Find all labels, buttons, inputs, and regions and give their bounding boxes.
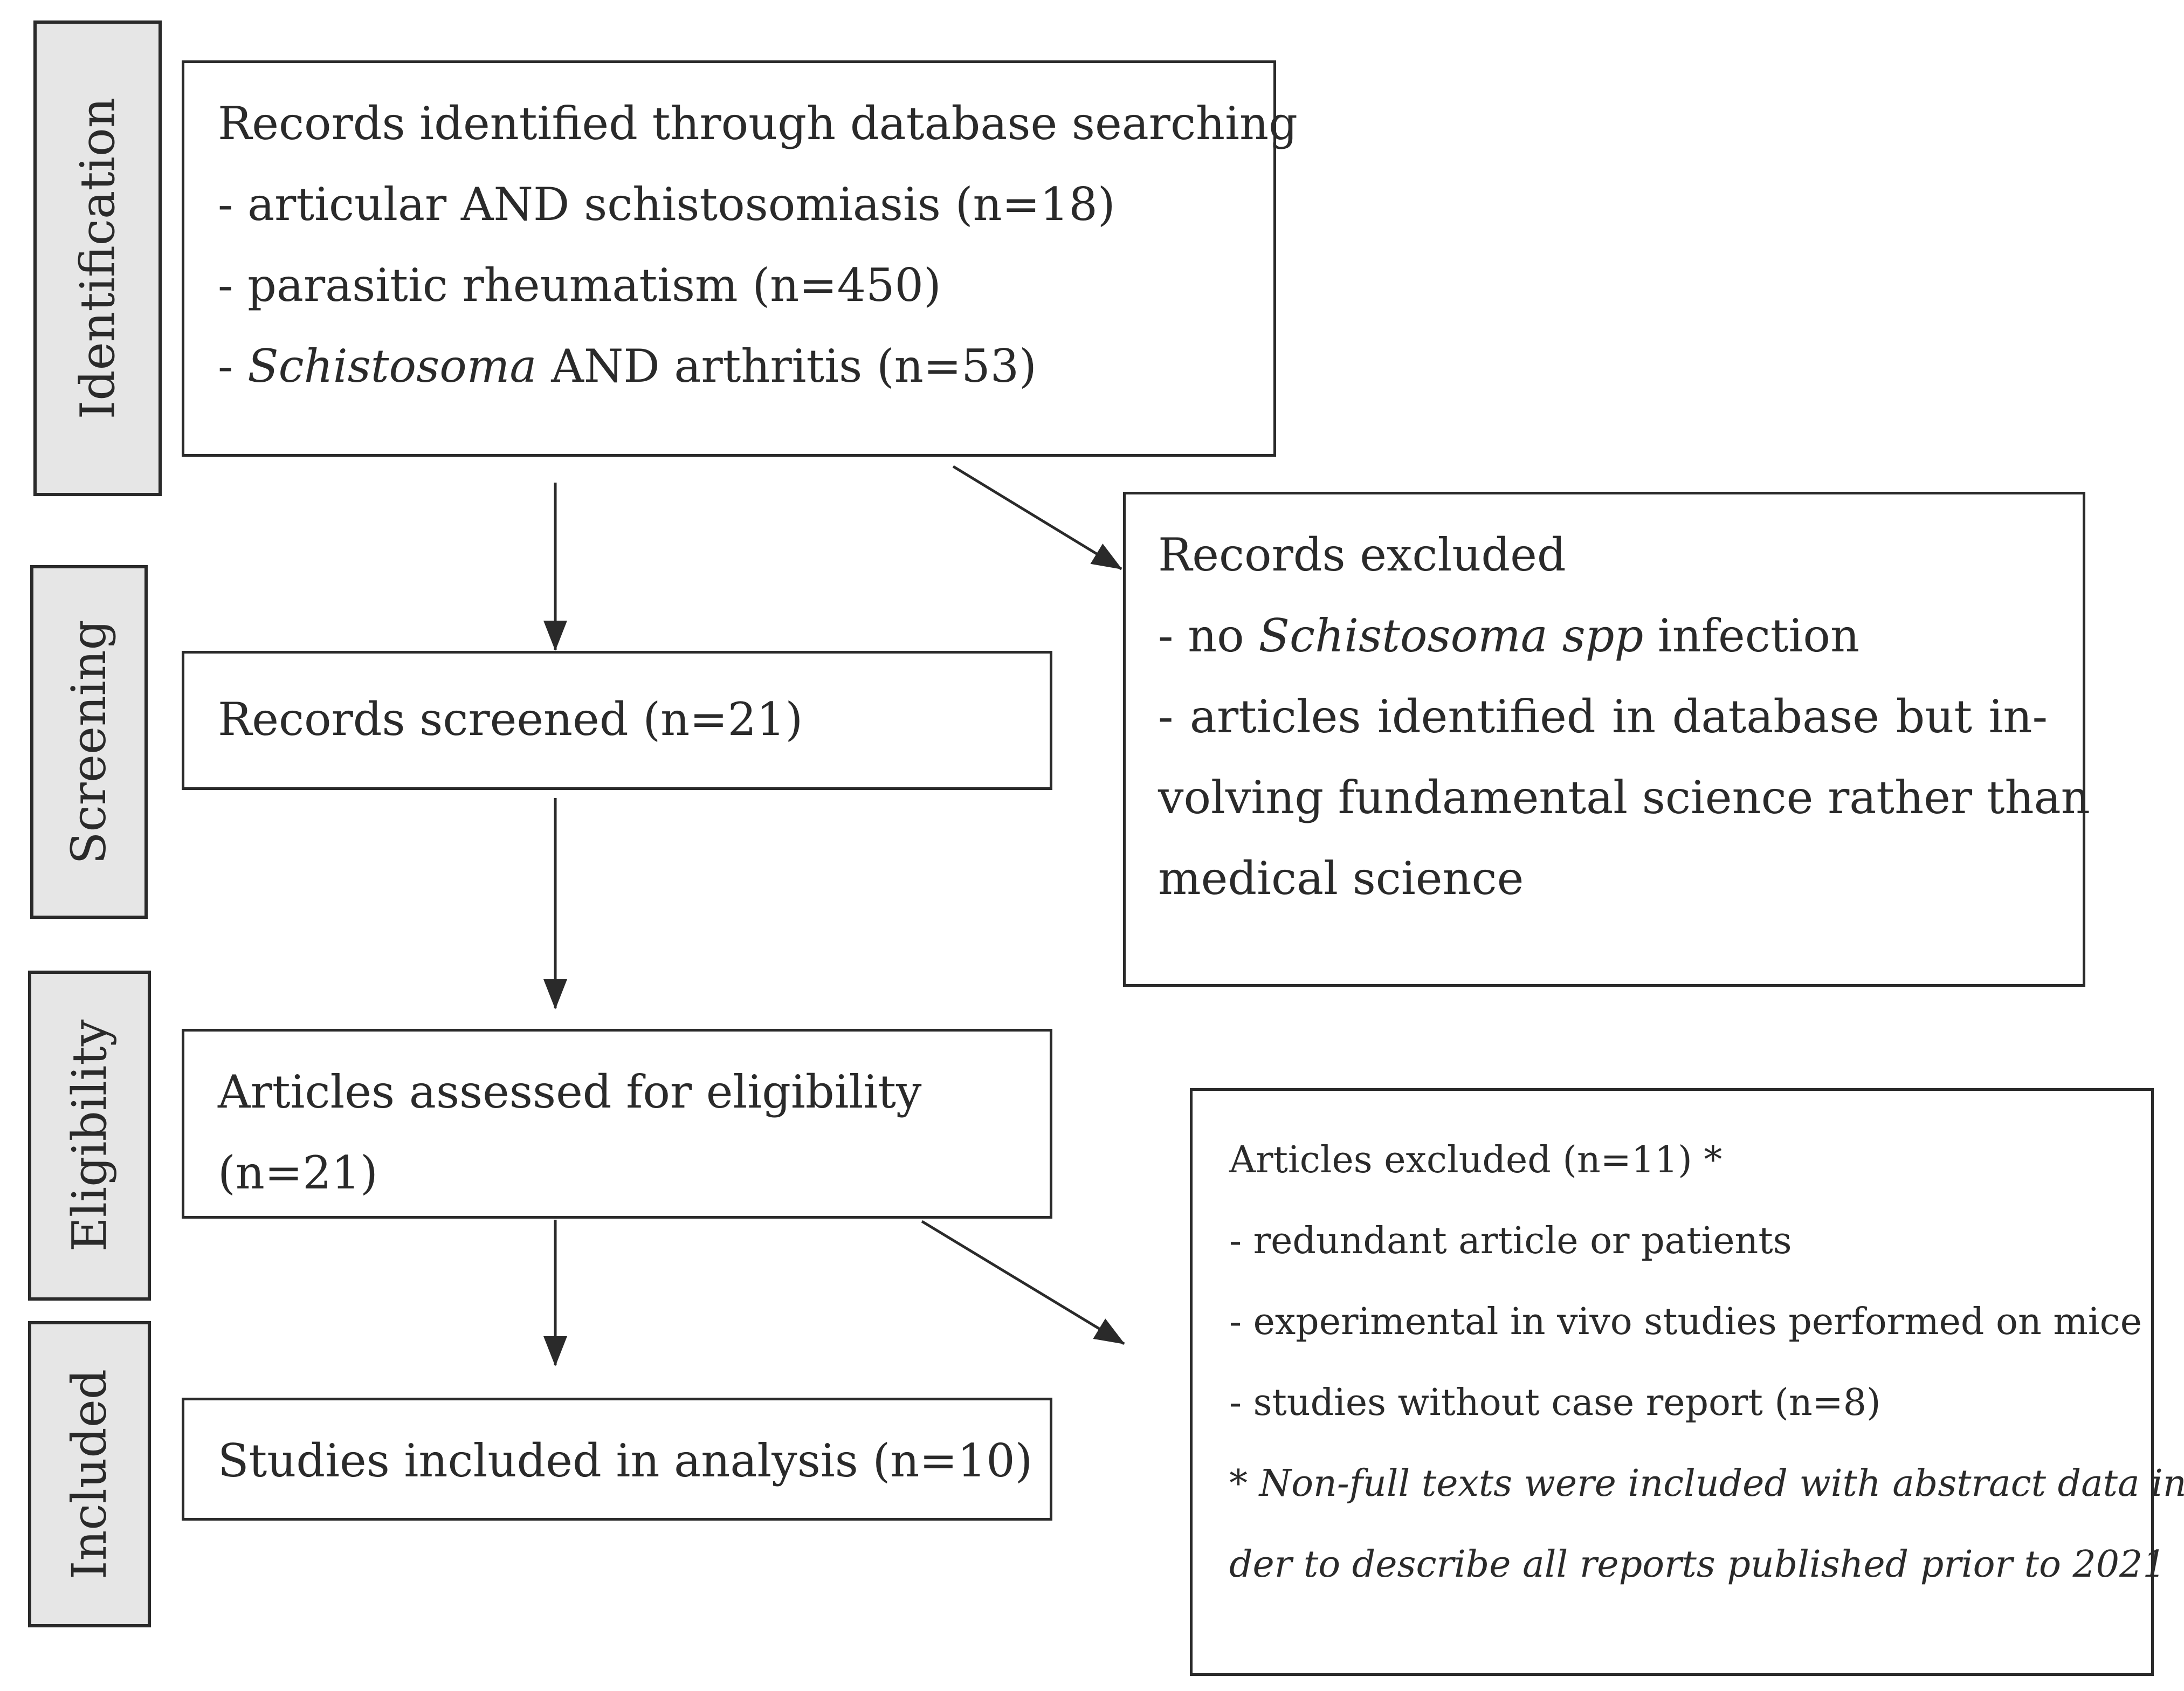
eligibility-box: Articles assessed for eligibility (n=21) (182, 1029, 1052, 1219)
studies-included-label: Studies included in analysis (n=10) (218, 1434, 1033, 1487)
search-item: - Schistosoma AND arthritis (n=53) (218, 340, 1037, 393)
stage-included: Included (28, 1321, 151, 1627)
records-identified-title: Records identified through database sear… (218, 97, 1298, 150)
studies-included-box: Studies included in analysis (n=10) (182, 1398, 1052, 1521)
records-excluded-title: Records excluded (1158, 528, 1566, 581)
records-screened-box: Records screened (n=21) (182, 651, 1052, 790)
arrow-identified-to-records-excluded (952, 465, 1122, 570)
eligibility-label-line: (n=21) (218, 1146, 378, 1199)
records-excluded-box: Records excluded - no Schistosoma spp in… (1123, 492, 2090, 987)
records-identified-box: Records identified through database sear… (182, 60, 1298, 457)
exclusion-reason: - studies without case report (n=8) (1229, 1381, 1881, 1424)
stage-label: Identification (70, 97, 125, 420)
articles-excluded-box: Articles excluded (n=11) * - redundant a… (1190, 1088, 2184, 1676)
stage-label: Included (61, 1369, 118, 1580)
search-item: - parasitic rheumatism (n=450) (218, 259, 941, 312)
exclusion-reason: - experimental in vivo studies performed… (1229, 1301, 2142, 1343)
stage-label: Eligibility (61, 1019, 118, 1252)
records-screened-label: Records screened (n=21) (218, 693, 803, 746)
exclusion-reason: - redundant article or patients (1229, 1220, 1792, 1262)
stage-screening: Screening (30, 565, 148, 919)
arrow-eligibility-to-articles-excluded (921, 1220, 1125, 1345)
exclusion-reason-line: volving fundamental science rather than (1158, 771, 2090, 824)
footnote-line: der to describe all reports published pr… (1229, 1543, 2166, 1586)
footnote-line: * Non-full texts were included with abst… (1229, 1462, 2184, 1505)
eligibility-label-line: Articles assessed for eligibility (218, 1066, 922, 1118)
exclusion-reason-line: - articles identified in database but in… (1158, 690, 2048, 743)
stage-eligibility: Eligibility (28, 971, 151, 1301)
stage-identification: Identification (33, 20, 162, 496)
search-item: - articular AND schistosomiasis (n=18) (218, 178, 1115, 231)
articles-excluded-title: Articles excluded (n=11) * (1229, 1139, 1723, 1181)
exclusion-reason-line: medical science (1158, 852, 1524, 905)
stage-label: Screening (61, 620, 116, 864)
exclusion-reason: - no Schistosoma spp infection (1158, 609, 1860, 662)
